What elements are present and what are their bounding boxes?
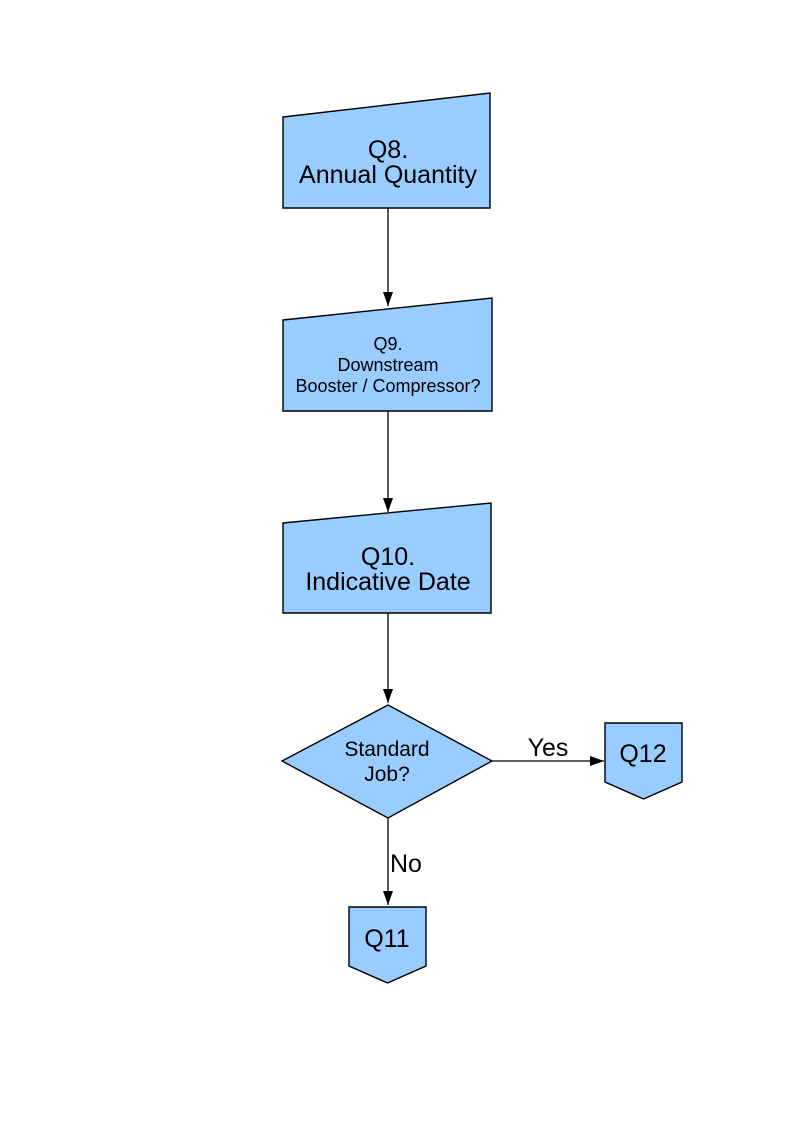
node-q11-shape — [348, 906, 427, 984]
node-standard-job-label-line1: Standard — [344, 738, 429, 761]
node-q9-label-line2: Downstream — [337, 355, 438, 375]
node-q11-label: Q11 — [364, 925, 409, 953]
node-standard-job-label-line2: Job? — [364, 763, 410, 786]
edge-label-no: No — [390, 850, 422, 878]
edge-label-yes: Yes — [528, 734, 569, 762]
node-q9-shape — [282, 297, 493, 412]
node-q12: Q12 — [604, 722, 683, 800]
node-q8-shape — [282, 92, 491, 209]
node-q9-label-line1: Q9. — [373, 334, 402, 354]
node-q12-label: Q12 — [619, 740, 666, 768]
node-q8-label-line1: Q8. — [368, 136, 408, 164]
node-q9: Q9. Downstream Booster / Compressor? — [282, 297, 493, 412]
node-standard-job-shape — [280, 704, 494, 819]
node-q12-shape — [604, 722, 683, 800]
node-q8-label-line2: Annual Quantity — [299, 161, 477, 189]
node-q10-shape — [282, 502, 492, 614]
node-standard-job-decision: Standard Job? — [280, 704, 494, 819]
node-q10-label-line1: Q10. — [361, 543, 415, 571]
node-q10-label-line2: Indicative Date — [305, 568, 470, 596]
node-q10: Q10. Indicative Date — [282, 502, 492, 614]
node-q9-label-line3: Booster / Compressor? — [295, 376, 480, 396]
node-q8: Q8. Annual Quantity — [282, 92, 491, 209]
node-q11: Q11 — [348, 906, 427, 984]
